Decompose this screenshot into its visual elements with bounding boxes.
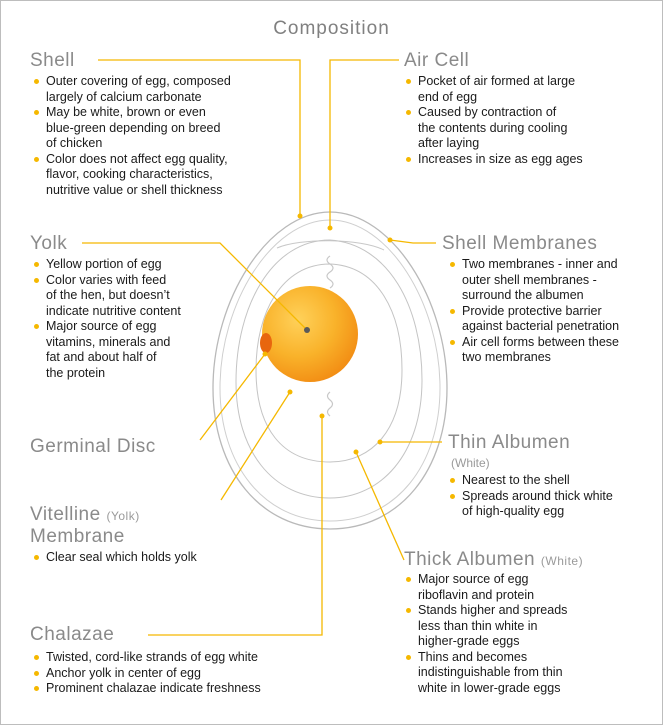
thin-albumen-bullet: Spreads around thick white of high-quali… — [448, 489, 613, 520]
thin-albumen-heading: Thin Albumen — [448, 432, 570, 454]
thick-albumen-heading: Thick Albumen (White) — [404, 549, 583, 571]
thick-albumen-heading-sub: (White) — [541, 554, 583, 568]
thin-albumen-bullets: Nearest to the shell Spreads around thic… — [448, 473, 613, 520]
dot-thin-albumen — [378, 440, 383, 445]
shell-bullet: Color does not affect egg quality, flavo… — [32, 152, 231, 199]
thick-albumen-bullet: Major source of egg riboflavin and prote… — [404, 572, 567, 603]
dot-shell — [298, 214, 303, 219]
leader-air-cell — [330, 60, 399, 228]
leader-shell-membranes — [390, 240, 436, 243]
air-cell-bullets: Pocket of air formed at large end of egg… — [404, 74, 583, 167]
air-cell-bullet: Increases in size as egg ages — [404, 152, 583, 168]
chalazae-heading: Chalazae — [30, 624, 114, 646]
thin-albumen-bullet: Nearest to the shell — [448, 473, 613, 489]
vitelline-bullets: Clear seal which holds yolk — [32, 550, 197, 566]
diagram-title: Composition — [0, 18, 663, 40]
thick-albumen-bullets: Major source of egg riboflavin and prote… — [404, 572, 567, 696]
shell-bullet: May be white, brown or even blue-green d… — [32, 105, 231, 152]
chalazae-bullet: Twisted, cord-like strands of egg white — [32, 650, 261, 666]
air-cell-bullet: Caused by contraction of the contents du… — [404, 105, 583, 152]
air-cell-heading: Air Cell — [404, 50, 469, 72]
yolk-bullet: Color varies with feed of the hen, but d… — [32, 273, 181, 320]
chalazae-bullet: Prominent chalazae indicate freshness — [32, 681, 261, 697]
vitelline-heading-text: Vitelline — [30, 504, 101, 525]
dot-chalazae — [320, 414, 325, 419]
yolk-bullet: Yellow portion of egg — [32, 257, 181, 273]
dot-air-cell — [328, 226, 333, 231]
shell-membranes-bullet: Provide protective barrier against bacte… — [448, 304, 619, 335]
shell-membranes-bullet: Two membranes - inner and outer shell me… — [448, 257, 619, 304]
dot-vitelline — [288, 390, 293, 395]
dot-shell-membranes — [388, 238, 393, 243]
germinal-disc-shape — [260, 333, 272, 353]
dot-yolk — [304, 327, 310, 333]
shell-bullets: Outer covering of egg, composed largely … — [32, 74, 231, 198]
germinal-disc-heading: Germinal Disc — [30, 436, 156, 458]
vitelline-bullet: Clear seal which holds yolk — [32, 550, 197, 566]
shell-bullet: Outer covering of egg, composed largely … — [32, 74, 231, 105]
thick-albumen-bullet: Thins and becomes indistinguishable from… — [404, 650, 567, 697]
shell-heading: Shell — [30, 50, 75, 72]
shell-membranes-bullet: Air cell forms between these two membran… — [448, 335, 619, 366]
vitelline-heading-2: Membrane — [30, 526, 125, 548]
thick-albumen-heading-text: Thick Albumen — [404, 549, 535, 570]
vitelline-heading: Vitelline (Yolk) — [30, 504, 140, 526]
thin-albumen-subheading: (White) — [451, 456, 490, 470]
yolk-shape — [262, 286, 358, 382]
vitelline-heading-sub: (Yolk) — [106, 509, 139, 523]
shell-membranes-bullets: Two membranes - inner and outer shell me… — [448, 257, 619, 366]
chalazae-bullet: Anchor yolk in center of egg — [32, 666, 261, 682]
yolk-bullet: Major source of egg vitamins, minerals a… — [32, 319, 181, 381]
shell-membranes-heading: Shell Membranes — [442, 233, 597, 255]
chalazae-bullets: Twisted, cord-like strands of egg white … — [32, 650, 261, 697]
air-cell-bullet: Pocket of air formed at large end of egg — [404, 74, 583, 105]
dot-thick-albumen — [354, 450, 359, 455]
yolk-heading: Yolk — [30, 233, 67, 255]
thick-albumen-bullet: Stands higher and spreads less than thin… — [404, 603, 567, 650]
yolk-bullets: Yellow portion of egg Color varies with … — [32, 257, 181, 381]
dot-germinal-disc — [263, 352, 268, 357]
